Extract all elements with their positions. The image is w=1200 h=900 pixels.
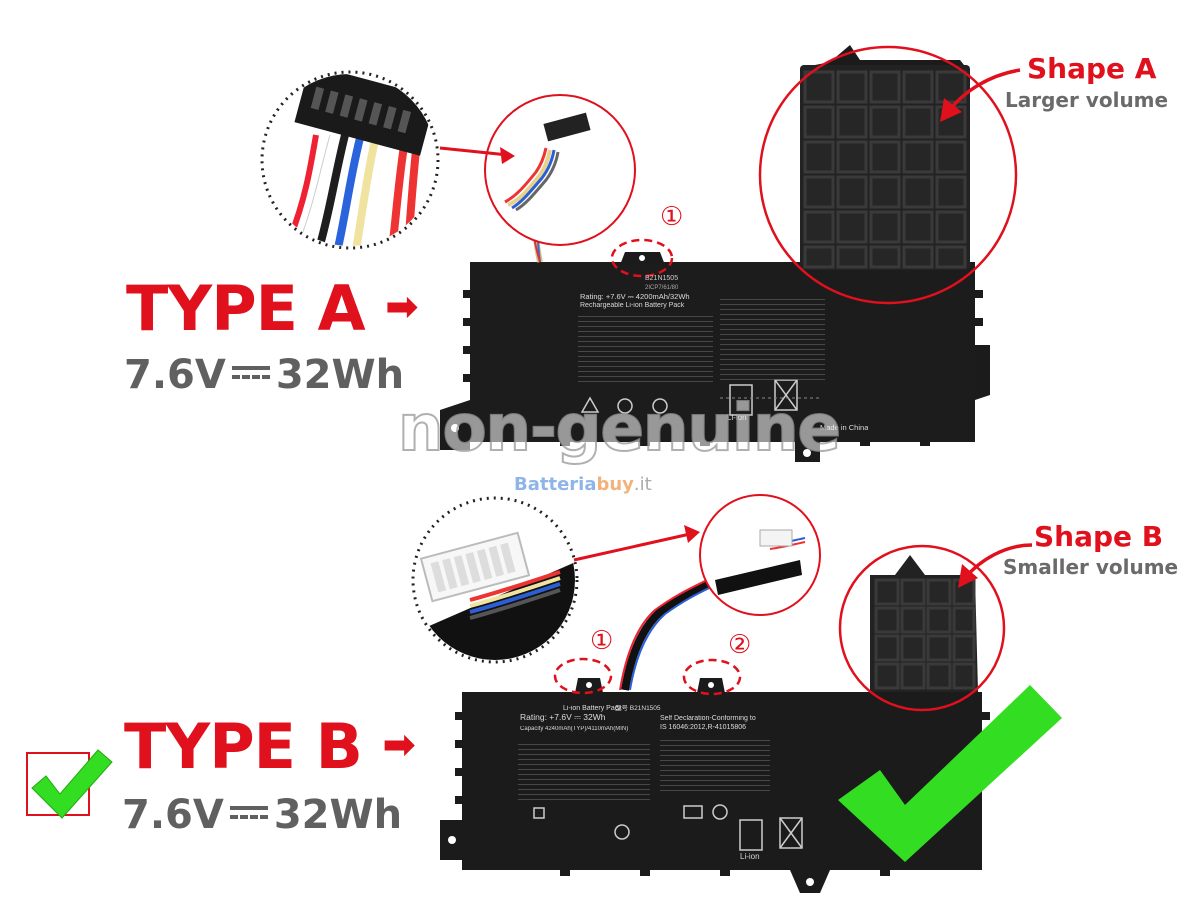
shape-b-subtitle: Smaller volume — [1003, 555, 1179, 579]
brand-part1: Batteria — [514, 474, 597, 495]
marker-a-1-ellipse — [610, 238, 674, 278]
battery-a-model-text: B21N1505 — [645, 275, 678, 282]
dc-symbol-icon — [231, 366, 270, 380]
type-b-title-text: TYPE B — [124, 710, 363, 783]
marker-b-1-label: ① — [590, 626, 614, 656]
type-b-title: TYPE B ➡ — [124, 716, 416, 778]
marker-a-1-label: ① — [660, 202, 684, 232]
battery-b-li-ion: Li-ion — [740, 852, 760, 861]
connector-a-zoom-circle — [484, 94, 636, 246]
battery-b-cert-marks — [533, 804, 803, 851]
non-genuine-watermark: non-genuine — [397, 391, 842, 467]
arrow-b-connector — [573, 532, 691, 562]
dc-symbol-icon — [229, 806, 268, 820]
shape-a-zoom-circle — [758, 45, 1018, 305]
battery-b-body — [440, 555, 990, 893]
battery-a-cert-marks — [580, 379, 798, 416]
shape-b-zoom-circle — [838, 544, 1006, 712]
arrow-a-connector — [439, 146, 509, 157]
type-a-voltage: 7.6V — [124, 352, 226, 398]
type-b-spec: 7.6V 32Wh — [122, 795, 402, 835]
battery-b-fine-print — [518, 740, 650, 802]
type-b-energy: 32Wh — [273, 792, 403, 838]
type-a-spec: 7.6V 32Wh — [124, 355, 404, 395]
big-green-check-icon — [838, 685, 1062, 862]
battery-a-fine-print-right — [720, 295, 825, 380]
connector-b-zoom-content — [715, 529, 806, 595]
battery-b-illustration — [411, 494, 1062, 893]
battery-a-rating: Rating: +7.6V ⎓ 4200mAh/32Wh — [580, 293, 690, 301]
marker-b-1-ellipse — [553, 657, 613, 695]
battery-a-pack: Rechargeable Li-ion Battery Pack — [580, 302, 685, 309]
connector-a-zoom-content — [504, 112, 591, 212]
battery-a-fine-print — [578, 312, 713, 382]
battery-a-illustration: B21N1505 2ICP7/61/80 — [260, 45, 1021, 462]
type-b-voltage: 7.6V — [122, 792, 224, 838]
right-arrow-icon: ➡ — [385, 284, 419, 330]
brand-logo: Batteriabuy.it — [514, 474, 652, 495]
battery-b-model: 型号 B21N1505 — [615, 705, 661, 712]
battery-b-pack: Li-ion Battery Pack — [563, 705, 622, 712]
small-green-check-icon — [31, 749, 113, 819]
right-arrow-icon: ➡ — [382, 722, 416, 768]
shape-a-title: Shape A — [1027, 52, 1157, 85]
battery-b-rating: Rating: +7.6V ⎓ 32Wh — [520, 713, 606, 722]
connector-b-big-zoom-content — [419, 531, 575, 660]
marker-b-2-label: ② — [728, 630, 752, 660]
battery-a-li-ion: Li-ion — [727, 413, 747, 422]
brand-part3: .it — [633, 474, 652, 495]
shape-b-title: Shape B — [1034, 520, 1164, 553]
brand-part2: buy — [596, 474, 634, 495]
battery-b-capacity: Capacity 4240mAh(TYP)/4110mAh(MIN) — [520, 726, 629, 732]
type-a-title: TYPE A ➡ — [126, 278, 419, 340]
battery-b-declaration: Self Declaration-Conforming to — [660, 715, 756, 722]
battery-b-fine-print-right — [660, 736, 770, 794]
type-a-energy: 32Wh — [275, 352, 405, 398]
shape-a-subtitle: Larger volume — [1005, 88, 1169, 112]
connector-b-zoom-circle — [699, 494, 821, 616]
battery-b-standard: IS 16046:2012,R-41015806 — [660, 724, 747, 731]
marker-b-2-ellipse — [682, 658, 742, 696]
type-a-title-text: TYPE A — [126, 272, 366, 345]
battery-a-made-in: Made in China — [820, 424, 869, 432]
battery-a-body — [440, 45, 990, 462]
svg-text:2ICP7/61/80: 2ICP7/61/80 — [645, 285, 679, 291]
